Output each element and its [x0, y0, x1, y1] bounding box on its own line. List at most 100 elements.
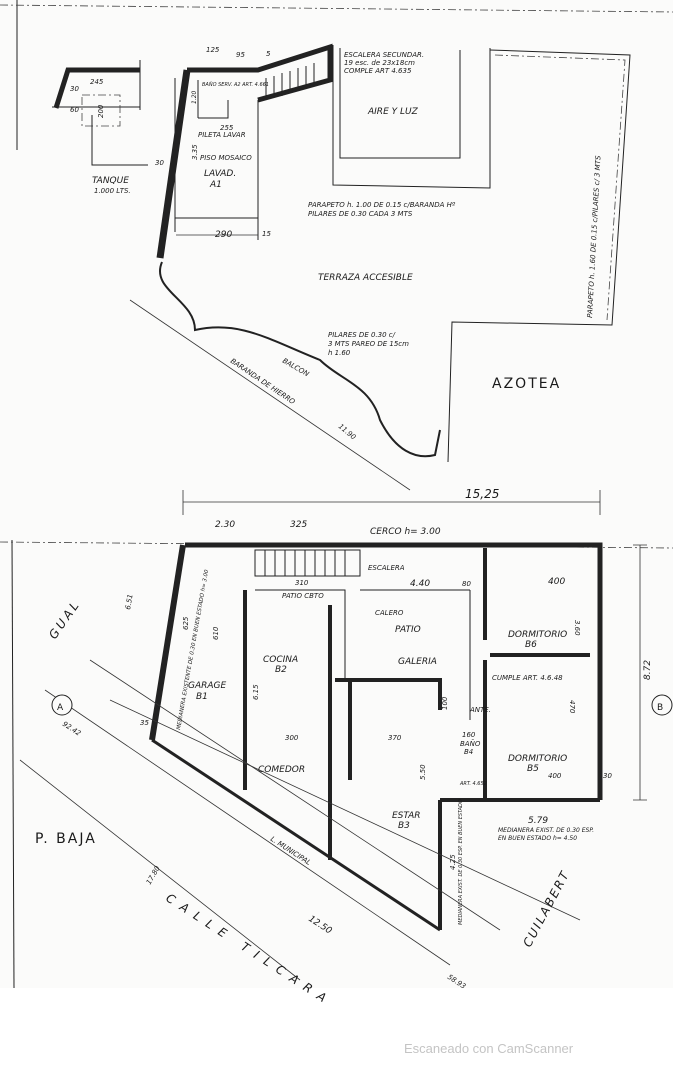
covered-patio-label: PATIO CBTO [282, 592, 324, 600]
dining-label: COMEDOR [258, 765, 305, 775]
tank-capacity: 1.000 LTS. [94, 187, 131, 195]
dim-label: 6.15 [252, 684, 260, 700]
dim-label: 3.60 [573, 620, 581, 636]
roof-label: AZOTEA [492, 376, 561, 392]
stair-note: COMPLE ART 4.635 [344, 67, 412, 75]
dim-label: 470 [568, 700, 576, 714]
garage-id: B1 [196, 692, 208, 702]
bedroom5-id: B5 [527, 764, 539, 774]
bath-art: ART. 4.652 [459, 781, 487, 787]
dim-label: 30 [603, 772, 612, 780]
municipal-line-wall [151, 738, 441, 932]
dim-label: 1.20 [191, 90, 198, 104]
dim-label: 4.25 [449, 854, 457, 870]
garage-label: GARAGE [188, 681, 227, 691]
light-well-label: AIRE Y LUZ [367, 107, 419, 117]
axis-marker-b: B [651, 694, 673, 716]
bedroom6-label: DORMITORIO [508, 630, 567, 640]
pillars-note: 3 MTS PAREO DE 15cm [328, 340, 409, 348]
dimension-line [182, 490, 601, 515]
living-label: ESTAR [392, 811, 420, 821]
service-bath-label: BAÑO SERV. A2 ART. 4.661 [202, 81, 269, 88]
floor-label: PISO MOSAICO [200, 154, 252, 162]
stair-note: ESCALERA SECUNDAR. [344, 51, 424, 59]
rear-wall [438, 798, 600, 930]
dim-label: 300 [285, 734, 299, 742]
stair-note: 19 esc. de 23x18cm [344, 59, 415, 67]
floor-title: P. BAJA [35, 831, 97, 847]
stair [254, 549, 361, 577]
bath-label: BAÑO [460, 739, 481, 748]
sheet-edge-line [11, 539, 15, 989]
patio-label: PATIO [395, 625, 421, 635]
dim-label: 370 [388, 734, 402, 742]
dim-label: 400 [548, 577, 565, 587]
top-plan: TANQUE 1.000 LTS. 245 30 60 200 BAÑO SER… [52, 43, 631, 491]
fence-label: CERCO h= 3.00 [370, 527, 441, 537]
tank: TANQUE 1.000 LTS. 245 30 60 200 [52, 60, 148, 195]
total-width: 15,25 [465, 487, 499, 501]
terrace-parapet-inner [494, 54, 626, 321]
light-well: ESCALERA SECUNDAR. 19 esc. de 23x18cm CO… [332, 45, 491, 189]
axis-b-label: B [657, 703, 663, 713]
dim-label: 125 [206, 46, 220, 54]
sink-label: PILETA LAVAR [198, 131, 246, 139]
left-party-wall [149, 544, 186, 741]
watermark: Escaneado con CamScanner [404, 1041, 574, 1056]
bedroom6-note: CUMPLE ART. 4.6.48 [492, 674, 563, 682]
dim-label: 325 [290, 520, 307, 530]
parapet-note: PILARES DE 0.30 CADA 3 MTS [308, 210, 413, 218]
dim-label: 6.51 [124, 594, 135, 611]
street-lines [19, 659, 501, 981]
terrace-label: TERRAZA ACCESIBLE [318, 273, 413, 283]
axis-a-label: A [57, 703, 64, 713]
dim-label: 3.35 [191, 144, 199, 160]
parapet-note: PARAPETO h. 1.00 DE 0.15 c/BARANDA Hº [308, 201, 456, 209]
dim-label: 15 [262, 230, 271, 238]
dim-label: 2.30 [215, 520, 235, 530]
tank-label: TANQUE [92, 176, 129, 186]
living-id: B3 [398, 821, 410, 831]
dim-label: 60 [70, 106, 79, 114]
dim-label: 160 [462, 731, 476, 739]
dim-label: 95 [236, 51, 245, 59]
anteroom-label: ANTE. [469, 706, 491, 714]
dim-label: 30 [70, 85, 79, 93]
party-wall-bottom: EN BUEN ESTADO h= 4.50 [498, 835, 577, 842]
dim-label: 5.79 [528, 816, 548, 826]
outer-wall [185, 542, 603, 800]
skylight-label: CALERO [375, 609, 404, 617]
dim-label: 80 [462, 580, 471, 588]
dim-label: 610 [212, 626, 220, 640]
dim-label: 255 [220, 124, 234, 132]
terrace-parapet [447, 49, 631, 463]
dim-label: 100 [441, 696, 449, 710]
party-wall-side: MEDIANERA EXIST. DE 0.30 ESP. EN BUEN ES… [458, 799, 464, 925]
dim-label: 4.40 [410, 579, 430, 589]
gallery-label: GALERIA [398, 657, 437, 667]
dim-label: 8.72 [643, 660, 653, 680]
dim-label: 200 [97, 104, 105, 118]
bedroom5-label: DORMITORIO [508, 754, 567, 764]
dim-label: 400 [548, 772, 562, 780]
dim-label: 5 [266, 50, 271, 58]
bedroom6-id: B6 [525, 640, 537, 650]
dim-label: 310 [295, 579, 309, 587]
dim-label: 5.50 [419, 764, 427, 780]
kitchen-id: B2 [275, 665, 287, 675]
kitchen-label: COCINA [263, 655, 298, 665]
dim-label: 245 [90, 78, 104, 86]
dim-label: 35 [140, 719, 149, 727]
dim-label: 30 [155, 159, 164, 167]
dim-label: 625 [182, 616, 190, 630]
party-wall-bottom: MEDIANERA EXIST. DE 0.30 ESP. [498, 827, 594, 834]
laundry-label: LAVAD. [204, 169, 236, 179]
pillars-note: h 1.60 [328, 349, 351, 357]
laundry-id: A1 [209, 180, 222, 190]
stair-label: ESCALERA [368, 564, 405, 572]
laundry-block: BAÑO SERV. A2 ART. 4.661 1.20 PILETA LAV… [155, 43, 333, 259]
pillars-note: PILARES DE 0.30 c/ [328, 331, 396, 339]
fold-line [0, 4, 673, 13]
bath-id: B4 [464, 748, 473, 756]
